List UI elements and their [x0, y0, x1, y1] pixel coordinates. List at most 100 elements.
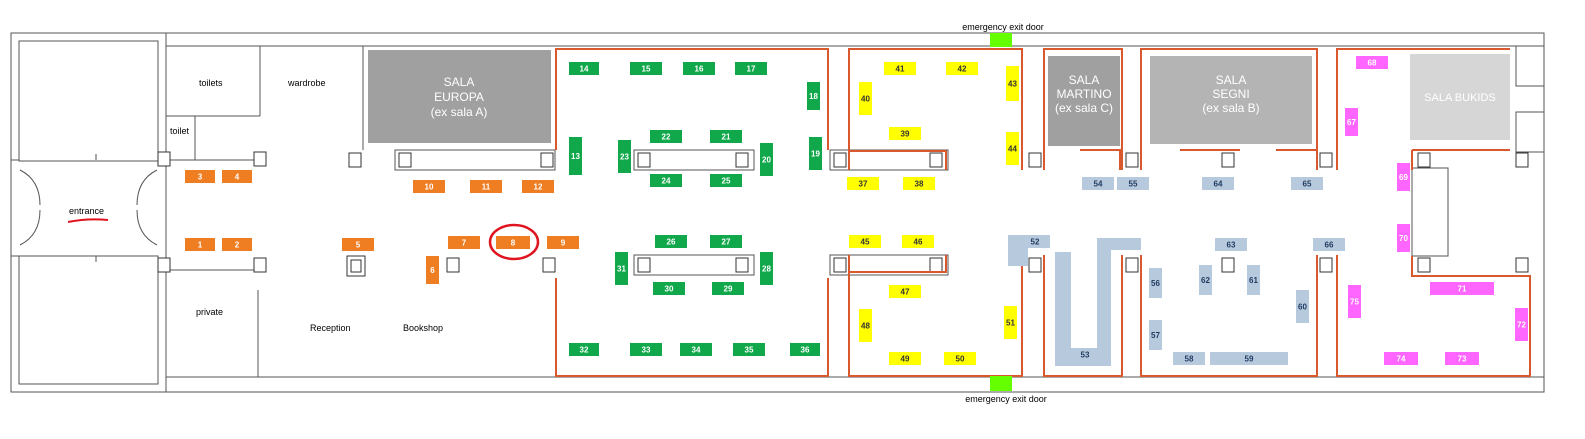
booth-56[interactable]: 56: [1149, 268, 1162, 298]
booth-68[interactable]: 68: [1356, 56, 1388, 69]
booth-25[interactable]: 25: [710, 174, 742, 187]
martino-line-1: SALA: [1069, 73, 1100, 87]
booth-54[interactable]: 54: [1082, 177, 1114, 190]
booth-69-label: 69: [1399, 173, 1408, 182]
booth-49[interactable]: 49: [889, 352, 921, 365]
booth-4-shape: [222, 170, 252, 183]
booth-4[interactable]: 4: [222, 170, 252, 183]
booth-51[interactable]: 51: [1004, 306, 1017, 339]
booth-31[interactable]: 31: [615, 252, 628, 285]
booth-10[interactable]: 10: [413, 180, 445, 193]
booth-44[interactable]: 44: [1006, 132, 1019, 165]
booth-54-label: 54: [1094, 180, 1103, 189]
booth-1[interactable]: 1: [185, 238, 215, 251]
booth-17[interactable]: 17: [735, 62, 767, 75]
booth-65[interactable]: 65: [1291, 177, 1323, 190]
booth-19[interactable]: 19: [809, 137, 822, 170]
booth-37[interactable]: 37: [847, 177, 879, 190]
booth-50[interactable]: 50: [944, 352, 976, 365]
booth-35[interactable]: 35: [733, 343, 765, 356]
booth-29[interactable]: 29: [712, 282, 744, 295]
booth-34[interactable]: 34: [680, 343, 712, 356]
booth-59[interactable]: 59: [1210, 352, 1288, 365]
booth-39[interactable]: 39: [889, 127, 921, 140]
booth-6[interactable]: 6: [426, 256, 439, 284]
booth-42[interactable]: 42: [946, 62, 978, 75]
booth-8[interactable]: 8: [496, 236, 530, 249]
europa-line-2: EUROPA: [434, 90, 484, 104]
booth-44-shape: [1006, 132, 1019, 165]
exit-bottom-label: emergency exit door: [965, 394, 1047, 404]
booth-55[interactable]: 55: [1117, 177, 1149, 190]
booth-46[interactable]: 46: [902, 235, 934, 248]
booth-11[interactable]: 11: [470, 180, 502, 193]
booth-62-label: 62: [1201, 276, 1210, 285]
booth-2[interactable]: 2: [222, 238, 252, 251]
booth-12[interactable]: 12: [522, 180, 554, 193]
booth-9[interactable]: 9: [547, 236, 579, 249]
booth-75[interactable]: 75: [1348, 285, 1361, 318]
booth-70[interactable]: 70: [1397, 224, 1410, 252]
booth-48[interactable]: 48: [859, 309, 872, 342]
booth-27[interactable]: 27: [710, 235, 742, 248]
booth-63[interactable]: 63: [1215, 238, 1247, 251]
booth-28[interactable]: 28: [760, 252, 773, 285]
booth-33-shape: [630, 343, 662, 356]
entrance-label: entrance: [69, 206, 104, 216]
booth-2-label: 2: [235, 241, 240, 250]
booth-5[interactable]: 5: [342, 238, 374, 251]
booth-26[interactable]: 26: [655, 235, 687, 248]
booth-38[interactable]: 38: [903, 177, 935, 190]
booth-13[interactable]: 13: [569, 137, 582, 175]
booth-69[interactable]: 69: [1397, 163, 1410, 191]
meeting-rooms: [368, 50, 1510, 146]
booth-33[interactable]: 33: [630, 343, 662, 356]
booth-24[interactable]: 24: [650, 174, 682, 187]
booth-38-shape: [903, 177, 935, 190]
booth-73[interactable]: 73: [1445, 352, 1479, 365]
booth-22[interactable]: 22: [650, 130, 682, 143]
booth-72[interactable]: 72: [1515, 308, 1528, 341]
booth-26-shape: [655, 235, 687, 248]
booth-66[interactable]: 66: [1313, 238, 1345, 251]
booth-64[interactable]: 64: [1202, 177, 1234, 190]
booth-53[interactable]: 53: [1070, 348, 1100, 361]
booth-74[interactable]: 74: [1384, 352, 1418, 365]
booth-23[interactable]: 23: [618, 140, 631, 173]
booth-52[interactable]: 52: [1020, 235, 1050, 248]
booth-57[interactable]: 57: [1149, 320, 1162, 350]
booth-32[interactable]: 32: [569, 343, 599, 356]
booth-45-shape: [849, 235, 881, 248]
booth-40[interactable]: 40: [859, 82, 872, 115]
booth-30[interactable]: 30: [653, 282, 685, 295]
booth-71[interactable]: 71: [1430, 282, 1494, 295]
booth-36[interactable]: 36: [790, 343, 820, 356]
booth-28-label: 28: [762, 265, 771, 274]
booth-3[interactable]: 3: [185, 170, 215, 183]
booth-20[interactable]: 20: [760, 143, 773, 176]
booth-68-label: 68: [1368, 59, 1377, 68]
booth-48-shape: [859, 309, 872, 342]
booth-49-label: 49: [901, 355, 910, 364]
booth-61[interactable]: 61: [1247, 265, 1260, 295]
booth-62[interactable]: 62: [1199, 265, 1212, 295]
booth-43[interactable]: 43: [1006, 66, 1019, 101]
booth-41-label: 41: [896, 65, 905, 74]
booth-7[interactable]: 7: [448, 236, 480, 249]
booth-60[interactable]: 60: [1296, 290, 1309, 323]
booth-16[interactable]: 16: [683, 62, 715, 75]
booth-21[interactable]: 21: [710, 130, 742, 143]
booth-58[interactable]: 58: [1173, 352, 1205, 365]
partitions: [394, 149, 1449, 276]
booth-15[interactable]: 15: [630, 62, 662, 75]
booth-14-label: 14: [580, 65, 589, 74]
booth-14[interactable]: 14: [569, 62, 599, 75]
booth-18[interactable]: 18: [807, 82, 820, 110]
booth-67[interactable]: 67: [1345, 108, 1358, 136]
room-sala-segni: [1150, 56, 1312, 144]
booth-36-label: 36: [801, 346, 810, 355]
booth-45[interactable]: 45: [849, 235, 881, 248]
booth-47[interactable]: 47: [889, 285, 921, 298]
booth-32-label: 32: [580, 346, 589, 355]
booth-41[interactable]: 41: [884, 62, 916, 75]
